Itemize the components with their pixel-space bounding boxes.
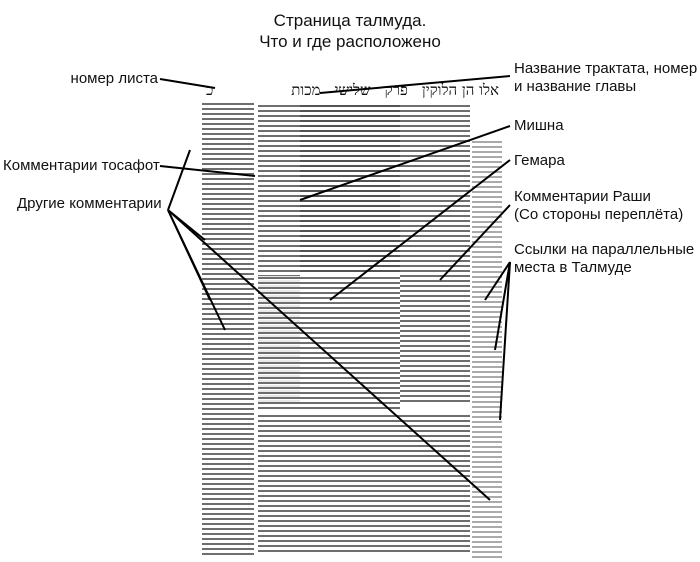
line-gemara — [329, 159, 511, 301]
line-other-5 — [167, 209, 491, 501]
label-tractate: Название трактата, номер и название глав… — [514, 60, 697, 96]
label-rashi-line-2: (Со стороны переплёта) — [514, 206, 684, 223]
page-number: כ — [206, 81, 214, 99]
line-other-1 — [167, 149, 191, 211]
label-refs-line-1: Ссылки на параллельные — [514, 241, 695, 258]
talmud-page-image: אלו הן הלוקין פרק שלישי מכות כ — [200, 80, 505, 562]
chapter-name: אלו הן הלוקין — [421, 81, 499, 99]
line-tosafot — [159, 165, 256, 177]
label-tractate-line-2: и название главы — [514, 78, 637, 95]
gemara-lower-block — [258, 276, 400, 412]
commentaries-bottom — [258, 414, 470, 554]
parallel-references-margin — [472, 140, 502, 560]
label-gemara: Гемара — [514, 152, 565, 169]
line-other-4 — [167, 209, 226, 331]
diagram-title: Страница талмуда. Что и где расположено — [200, 10, 500, 52]
rashi-column — [400, 104, 470, 404]
label-tractate-line-1: Название трактата, номер — [514, 60, 698, 77]
label-other-commentaries: Другие комментарии — [17, 195, 162, 212]
line-tractate — [319, 75, 511, 94]
line-rashi — [439, 204, 511, 281]
label-refs: Ссылки на параллельные места в Талмуде — [514, 241, 694, 277]
line-refs-3 — [499, 261, 511, 421]
title-line-2: Что и где расположено — [259, 32, 441, 51]
title-line-1: Страница талмуда. — [273, 11, 427, 30]
label-rashi: Комментарии Раши (Со стороны переплёта) — [514, 188, 683, 224]
label-tosafot: Комментарии тосафот — [3, 157, 160, 174]
mishna-gemara-block — [300, 104, 400, 274]
other-commentaries-column — [202, 102, 254, 557]
line-refs-1 — [484, 261, 511, 301]
page-header: אלו הן הלוקין פרק שלישי מכות כ — [200, 80, 505, 102]
tractate-name: מכות — [291, 81, 321, 99]
label-refs-line-2: места в Талмуде — [514, 259, 632, 276]
line-page-number — [159, 78, 216, 89]
line-refs-2 — [494, 261, 511, 351]
line-mishna — [299, 125, 511, 201]
label-rashi-line-1: Комментарии Раши — [514, 188, 651, 205]
label-mishna: Мишна — [514, 117, 564, 134]
label-page-number: номер листа — [70, 70, 158, 87]
